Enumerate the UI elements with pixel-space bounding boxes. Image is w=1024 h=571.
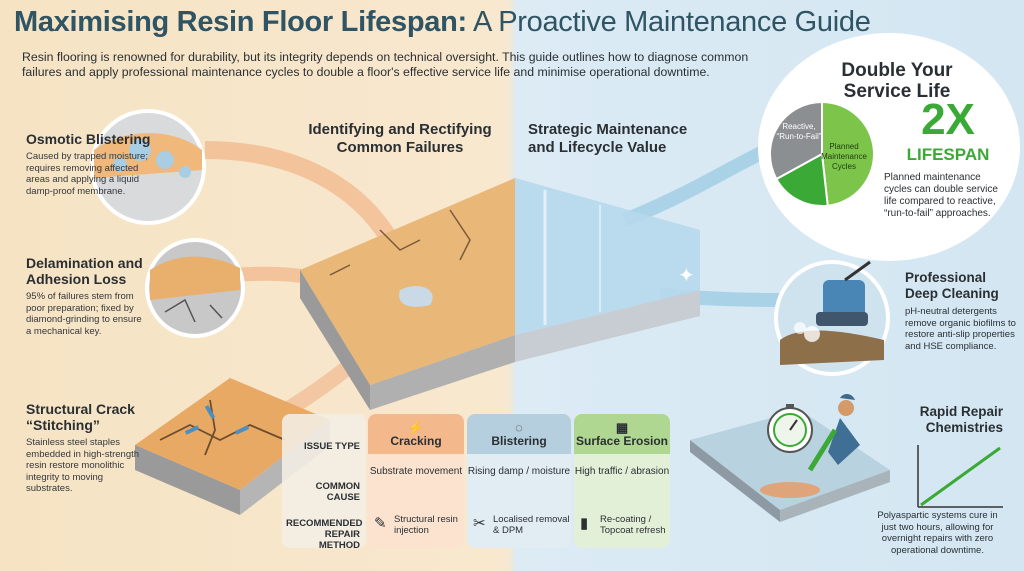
column-head: ◌ Blistering [467,414,571,454]
left-item-text: 95% of failures stem from poor preparati… [26,291,142,337]
page-title: Maximising Resin Floor Lifespan: A Proac… [14,6,1014,39]
left-item-3: Structural Crack “Stitching” Stainless s… [26,401,142,495]
column-blistering: ◌ Blistering Rising damp / moisture ✂ Lo… [467,414,571,548]
left-item-text: Caused by trapped moisture; requires rem… [26,151,148,197]
left-item-heading: Structural Crack “Stitching” [26,401,135,433]
intro-text: Resin flooring is renowned for durabilit… [22,50,749,79]
glossy-slab-top [515,178,700,335]
service-2x: 2X [921,95,975,144]
column-fix: Re-coating / Topcoat refresh [600,514,666,536]
left-item-2: Delamination and Adhesion Loss 95% of fa… [26,255,146,337]
right-item-text: pH-neutral detergents remove organic bio… [905,306,1016,352]
pie-label-reactive: Reactive, “Run-to-Fail” [776,122,822,141]
delamination-circle [145,238,245,338]
column-cause: Substrate movement [369,466,463,477]
title-rest: A Proactive Maintenance Guide [466,6,871,38]
service-heading: Double Your Service Life [841,60,953,102]
bubbles-icon: ◌ [515,419,523,435]
right-item-text: Polyaspartic systems cure in just two ho… [877,510,998,556]
left-item-1: Osmotic Blistering Caused by trapped moi… [26,131,156,197]
pie-slice-planned-dark [775,152,829,207]
svg-text:✦: ✦ [678,265,695,287]
column-cracking: ⚡ Cracking Substrate movement ✎ Structur… [368,414,464,548]
tools-icon: ✂ [473,515,486,532]
worker-icon [838,400,854,416]
row-label-cause: COMMON CAUSE [315,481,360,503]
rising-line-icon [917,445,1003,508]
repair-slab [690,394,890,522]
left-item-text: Stainless steel staples embedded in high… [26,437,140,494]
right-item-2-text-wrap: Polyaspartic systems cure in just two ho… [870,510,1005,556]
left-item-heading: Osmotic Blistering [26,131,151,147]
erosion-icon: ▦ [615,419,629,435]
slab-side-left [300,270,370,410]
right-item-heading: Rapid Repair Chemistries [919,404,1003,435]
crack-icon: ⚡ [407,419,425,435]
column-fix: Structural resin injection [394,514,458,536]
right-item-1: Professional Deep Cleaning pH-neutral de… [905,270,1017,352]
row-label-repair: RECOMMENDED REPAIR METHOD [286,518,363,551]
table-label-column [282,414,366,548]
pie-slice-planned [821,100,875,207]
column-issue: Surface Erosion [575,433,669,448]
roller-icon: ▮ [580,515,589,532]
row-label-issue: ISSUE TYPE [304,441,360,452]
pie-slice-reactive [769,100,823,181]
column-erosion: ▦ Surface Erosion High traffic / abrasio… [574,414,670,548]
column-head: ▦ Surface Erosion [574,414,670,454]
service-pie-chart [769,100,875,207]
syringe-icon: ✎ [374,515,387,532]
column-head: ⚡ Cracking [368,414,464,454]
column-cause: High traffic / abrasion [574,466,670,477]
service-text: Planned maintenance cycles can double se… [884,172,998,219]
section-failures-heading: Identifying and Rectifying Common Failur… [308,121,492,156]
column-issue: Cracking [390,433,442,448]
damaged-slab-top [300,178,515,385]
column-fix: Localised removal & DPM [493,514,570,536]
pie-label-planned: Planned Maintenance Cycles [821,142,867,171]
right-item-heading: Professional Deep Cleaning [905,270,999,301]
column-issue: Blistering [491,433,547,448]
column-cause: Rising damp / moisture [467,466,571,477]
right-item-2-heading-wrap: Rapid Repair Chemistries [903,404,1003,436]
blister-circle [90,109,206,225]
title-bold: Maximising Resin Floor Lifespan: [14,6,467,38]
left-item-heading: Delamination and Adhesion Loss [26,255,143,287]
cleaning-circle [774,260,890,376]
service-lifespan: LIFESPAN [906,145,990,164]
section-maintenance-heading: Strategic Maintenance and Lifecycle Valu… [528,121,688,156]
